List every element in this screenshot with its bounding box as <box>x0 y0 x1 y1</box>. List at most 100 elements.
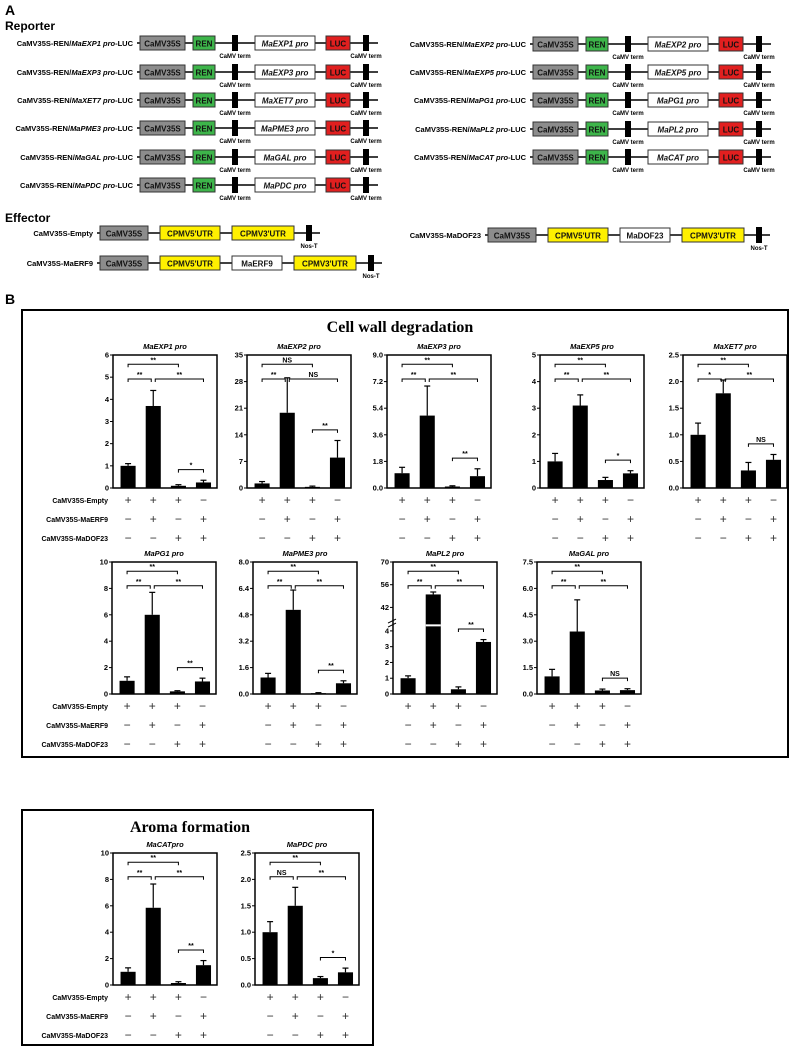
y-tick-label: 14 <box>235 430 244 439</box>
y-tick-label: 2 <box>105 439 109 448</box>
treatment-sign: + <box>125 990 132 1004</box>
significance-label: NS <box>308 372 318 379</box>
construct-suffix: -LUC <box>115 96 133 105</box>
treatment-sign: − <box>745 512 752 526</box>
significance-label: * <box>332 951 335 958</box>
chart-title: MaGAL pro <box>569 549 610 558</box>
significance-bracket <box>177 949 204 954</box>
camv35s-box <box>532 92 579 108</box>
promoter-box-label: MaCAT pro <box>657 154 699 163</box>
terminator-block <box>756 227 762 243</box>
treatment-sign: − <box>125 512 132 526</box>
treatment-sign: − <box>125 1009 132 1023</box>
significance-bracket <box>601 677 628 682</box>
significance-bracket <box>261 378 286 382</box>
significance-label: ** <box>468 622 474 629</box>
terminator-label: CaMV term <box>350 196 381 202</box>
significance-label: ** <box>604 372 610 379</box>
treatment-sign: − <box>259 512 266 526</box>
construct-gene: MaXET7 pro <box>72 96 116 105</box>
y-tick-label: 0.0 <box>239 690 249 699</box>
significance-label: ** <box>451 372 457 379</box>
construct-suffix: -LUC <box>115 39 133 48</box>
treatment-sign: + <box>265 699 272 713</box>
treatment-sign: + <box>342 1009 349 1023</box>
treatment-sign: − <box>290 737 297 751</box>
ren-box-label: REN <box>589 126 606 135</box>
terminator-block <box>368 255 374 271</box>
treatment-sign: − <box>627 493 634 507</box>
treatment-sign: + <box>200 1009 207 1023</box>
utr3-box-label: CPMV3'UTR <box>302 260 348 269</box>
treatment-sign: + <box>455 737 462 751</box>
bar <box>619 690 636 694</box>
camv35s-box <box>139 35 186 51</box>
bar-chart: MaEXP1 pro0123456*******CaMV35S-Empty+++… <box>41 342 218 545</box>
significance-label: NS <box>610 671 620 678</box>
chart-title: MaEXP2 pro <box>277 342 321 351</box>
treatment-sign: + <box>125 493 132 507</box>
luc-box <box>325 35 351 51</box>
construct-name: CaMV35S-REN/MaEXP1 pro-LUC <box>17 39 134 48</box>
y-tick-label: 1.0 <box>241 928 251 937</box>
construct-name: CaMV35S-MaDOF23 <box>410 231 481 240</box>
bar <box>145 907 161 985</box>
significance-bracket <box>554 363 606 368</box>
bar-chart: MaEXP3 pro0.01.83.65.47.29.0********+++−… <box>373 342 492 545</box>
significance-bracket <box>154 876 204 880</box>
significance-bracket <box>269 876 294 880</box>
ren-box-label: REN <box>196 40 213 49</box>
terminator-label: CaMV term <box>350 54 381 60</box>
promoter-box <box>647 64 709 80</box>
utr5-box <box>159 255 221 271</box>
y-tick-label: 0 <box>239 484 243 493</box>
significance-bracket <box>697 378 722 382</box>
bar <box>622 473 639 488</box>
plot-frame <box>682 354 788 489</box>
treatment-sign: − <box>200 493 207 507</box>
treatment-sign: + <box>200 1028 207 1042</box>
terminator-block <box>232 177 238 193</box>
treatment-sign: + <box>624 718 631 732</box>
utr5-box-label: CPMV5'UTR <box>555 232 601 241</box>
significance-bracket <box>317 669 344 674</box>
camv35s-box-label: CaMV35S <box>537 69 574 78</box>
luc-box-label: LUC <box>330 182 347 191</box>
significance-bracket <box>127 378 152 382</box>
terminator-block <box>756 36 762 52</box>
utr5-box <box>547 227 609 243</box>
bar <box>715 393 731 488</box>
group-title: Aroma formation <box>130 819 250 836</box>
bar <box>547 461 563 488</box>
significance-label: ** <box>136 579 142 586</box>
terminator-label: CaMV term <box>612 111 643 117</box>
treatment-sign: + <box>399 493 406 507</box>
y-tick-label: 5 <box>532 351 536 360</box>
treatment-sign: + <box>284 512 291 526</box>
construct-suffix: -LUC <box>508 125 526 134</box>
terminator-block <box>232 35 238 51</box>
y-tick-label: 7.5 <box>523 558 533 567</box>
treatment-sign: + <box>200 512 207 526</box>
camv35s-box-label: CaMV35S <box>144 125 181 134</box>
treatment-sign: − <box>455 718 462 732</box>
significance-label: ** <box>176 579 182 586</box>
terminator-label: CaMV term <box>219 168 250 174</box>
y-tick-label: 2.0 <box>669 377 679 386</box>
camv35s-box-label: CaMV35S <box>494 232 531 241</box>
treatment-sign: − <box>340 699 347 713</box>
camv35s-box-label: CaMV35S <box>106 230 143 239</box>
treatment-sign: − <box>474 493 481 507</box>
y-tick-label: 42 <box>381 603 389 612</box>
significance-label: ** <box>188 943 194 950</box>
treatment-sign: + <box>150 512 157 526</box>
camv35s-box-label: CaMV35S <box>144 97 181 106</box>
construct-name: CaMV35S-REN/MaGAL pro-LUC <box>20 153 133 162</box>
bar <box>144 614 160 694</box>
terminator-block <box>363 64 369 80</box>
bar <box>194 681 211 694</box>
construct-prefix: CaMV35S-REN/ <box>20 153 76 162</box>
treatment-sign: − <box>315 718 322 732</box>
